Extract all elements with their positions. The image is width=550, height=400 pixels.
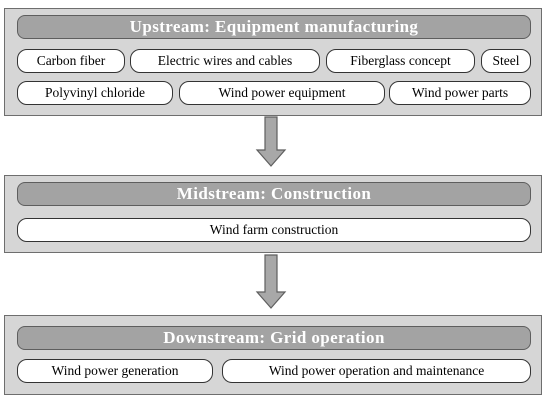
item-carbon-fiber: Carbon fiber <box>17 49 125 73</box>
item-steel: Steel <box>481 49 531 73</box>
item-wind-power-parts: Wind power parts <box>389 81 531 105</box>
downstream-stage: Downstream: Grid operation Wind power ge… <box>4 315 542 395</box>
midstream-stage: Midstream: Construction Wind farm constr… <box>4 175 542 253</box>
downstream-title: Downstream: Grid operation <box>17 326 531 350</box>
upstream-stage: Upstream: Equipment manufacturing Carbon… <box>4 8 542 116</box>
item-fiberglass-concept: Fiberglass concept <box>326 49 475 73</box>
item-polyvinyl-chloride: Polyvinyl chloride <box>17 81 173 105</box>
item-wind-farm-construction: Wind farm construction <box>17 218 531 242</box>
down-arrow-shape <box>255 116 287 167</box>
item-electric-wires-and-cables: Electric wires and cables <box>130 49 320 73</box>
item-wind-power-equipment: Wind power equipment <box>179 81 385 105</box>
midstream-title: Midstream: Construction <box>17 182 531 206</box>
item-wind-power-operation-and-maintenance: Wind power operation and maintenance <box>222 359 531 383</box>
upstream-title: Upstream: Equipment manufacturing <box>17 15 531 39</box>
down-arrow-shape <box>255 254 287 309</box>
item-wind-power-generation: Wind power generation <box>17 359 213 383</box>
